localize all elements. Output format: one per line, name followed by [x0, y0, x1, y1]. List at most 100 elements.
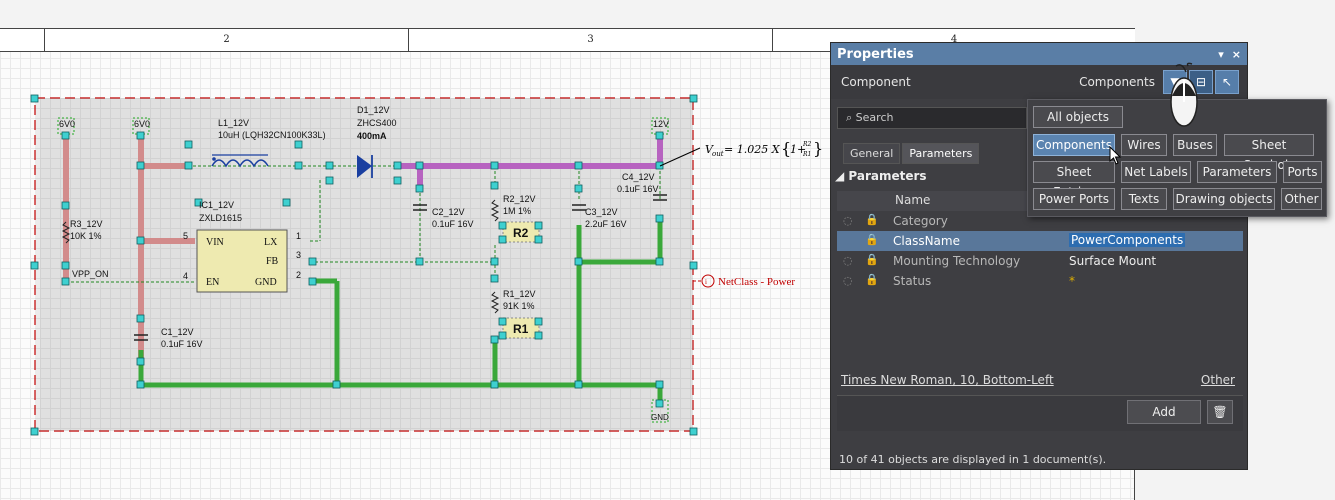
- r2-tag-box[interactable]: [502, 221, 540, 243]
- param-row-category[interactable]: ◌ 🔒 Category: [837, 211, 1243, 231]
- panel-title: Properties: [837, 46, 914, 62]
- formula-v: V: [705, 143, 714, 156]
- selected-object-kind: Component: [841, 75, 911, 89]
- pin-gnd: GND: [255, 277, 277, 288]
- filter-drawing-objects[interactable]: Drawing objects: [1173, 188, 1275, 210]
- cursor-arrow-icon: [1109, 146, 1122, 165]
- formula-brace-close: }: [813, 139, 823, 158]
- param-row-mounting[interactable]: ◌ 🔒 Mounting Technology Surface Mount: [837, 251, 1243, 271]
- l1-designator: L1_12V: [218, 118, 249, 128]
- d1-designator: D1_12V: [357, 105, 390, 115]
- pin-vin: VIN: [206, 237, 224, 248]
- formula-num: R2: [802, 141, 812, 148]
- filter-net-labels[interactable]: Net Labels: [1121, 161, 1191, 183]
- pin-num-2: 2: [296, 270, 301, 280]
- visibility-icon[interactable]: ◌: [843, 254, 853, 267]
- filter-buses[interactable]: Buses: [1173, 134, 1217, 156]
- zone-3: 3: [408, 29, 772, 51]
- c4-designator: C4_12V: [622, 172, 655, 182]
- capacitors: [134, 194, 667, 341]
- formula-brace: {: [781, 139, 791, 158]
- resistors: [61, 199, 500, 314]
- pin-panel-icon[interactable]: ▾: [1218, 47, 1224, 61]
- param-value[interactable]: Surface Mount: [1069, 254, 1157, 268]
- add-button[interactable]: Add: [1127, 400, 1201, 424]
- select-icon[interactable]: ↖: [1215, 70, 1239, 94]
- r1-tag-box[interactable]: [502, 317, 540, 339]
- tab-general[interactable]: General: [843, 143, 901, 164]
- d1-value: ZHCS400: [357, 118, 397, 128]
- filter-all-objects[interactable]: All objects: [1033, 106, 1123, 128]
- r1-tag: R1: [513, 322, 529, 336]
- r1-value: 91K 1%: [503, 301, 535, 311]
- c1-value: 0.1uF 16V: [161, 339, 203, 349]
- d1-current: 400mA: [357, 131, 387, 141]
- c2-designator: C2_12V: [432, 207, 465, 217]
- lock-icon[interactable]: 🔒: [865, 233, 879, 246]
- delete-icon[interactable]: 🗑: [1207, 400, 1233, 424]
- param-row-status[interactable]: ◌ 🔒 Status *: [837, 271, 1243, 291]
- pin-num-1: 1: [296, 231, 301, 241]
- formula-one: 1+: [790, 143, 806, 156]
- close-panel-icon[interactable]: ×: [1231, 47, 1241, 61]
- filter-components[interactable]: Components: [1033, 134, 1115, 156]
- filter-texts[interactable]: Texts: [1121, 188, 1167, 210]
- ic1-body[interactable]: [196, 229, 288, 293]
- param-value[interactable]: PowerComponents: [1069, 233, 1186, 247]
- power-12v: 12V: [653, 119, 669, 129]
- red-nets: [63, 136, 195, 362]
- netclass-label: NetClass - Power: [718, 276, 795, 288]
- param-value[interactable]: *: [1069, 274, 1075, 288]
- formula-den: R1: [802, 151, 811, 158]
- font-setting-link[interactable]: Times New Roman, 10, Bottom-Left: [841, 373, 1054, 387]
- schematic-drawing[interactable]: 6V0 6V0 12V L1_12V 10uH (LQH32CN100K33L)…: [0, 0, 1135, 500]
- search-icon: ⌕: [846, 111, 856, 124]
- lock-icon[interactable]: 🔒: [865, 253, 879, 266]
- diode-d1[interactable]: [357, 155, 373, 178]
- selection-mode-icon[interactable]: ⊟: [1189, 70, 1213, 94]
- filter-power-ports[interactable]: Power Ports: [1033, 188, 1115, 210]
- netclass-icon: [701, 274, 715, 288]
- r2-value: 1M 1%: [503, 206, 531, 216]
- parameters-section-header[interactable]: ◢ Parameters: [835, 169, 927, 183]
- filter-ports[interactable]: Ports: [1283, 161, 1322, 183]
- power-6v0-a: 6V0: [59, 119, 75, 129]
- pin-num-5: 5: [183, 231, 188, 241]
- filter-label: Components: [1079, 75, 1155, 89]
- filter-sheet-entries[interactable]: Sheet Entries: [1033, 161, 1115, 199]
- vout-formula[interactable]: V out = 1.025 X { 1+ R2 R1 }: [705, 139, 823, 158]
- filter-parameters[interactable]: Parameters: [1197, 161, 1277, 183]
- r3-value: 10K 1%: [70, 231, 102, 241]
- r3-designator: R3_12V: [70, 219, 103, 229]
- green-nets: [138, 215, 663, 405]
- lock-icon[interactable]: 🔒: [865, 273, 879, 286]
- net-vpp-on: VPP_ON: [72, 269, 109, 279]
- formula-rest: = 1.025 X: [724, 143, 781, 156]
- zone-4: 4: [772, 29, 1135, 51]
- collapse-icon[interactable]: ◢: [835, 169, 849, 183]
- filter-wires[interactable]: Wires: [1121, 134, 1167, 156]
- section-title: Parameters: [848, 169, 927, 183]
- param-row-classname[interactable]: 🔒 ClassName PowerComponents: [837, 231, 1243, 251]
- filter-sheet-symbols[interactable]: Sheet Symbols: [1224, 134, 1314, 172]
- formula-sub: out: [712, 150, 724, 158]
- netclass-icon-glyph: i: [705, 278, 707, 286]
- tab-parameters[interactable]: Parameters: [902, 143, 980, 164]
- visibility-icon[interactable]: ◌: [843, 274, 853, 287]
- panel-titlebar[interactable]: Properties ▾ ×: [831, 43, 1247, 65]
- inductor-l1[interactable]: [211, 154, 269, 168]
- c3-designator: C3_12V: [585, 207, 618, 217]
- c1-designator: C1_12V: [161, 327, 194, 337]
- r2-tag: R2: [513, 226, 529, 240]
- visibility-icon[interactable]: ◌: [843, 214, 853, 227]
- ic1-value: ZXLD1615: [199, 213, 242, 223]
- l1-value: 10uH (LQH32CN100K33L): [218, 130, 326, 140]
- selection-handles[interactable]: [30, 94, 698, 436]
- pin-fb: FB: [266, 256, 279, 267]
- param-name: ClassName: [893, 234, 960, 248]
- search-input[interactable]: ⌕ Search: [837, 107, 1027, 129]
- lock-icon[interactable]: 🔒: [865, 213, 879, 226]
- c3-value: 2.2uF 16V: [585, 219, 627, 229]
- filter-other[interactable]: Other: [1281, 188, 1322, 210]
- other-link[interactable]: Other: [1200, 373, 1235, 387]
